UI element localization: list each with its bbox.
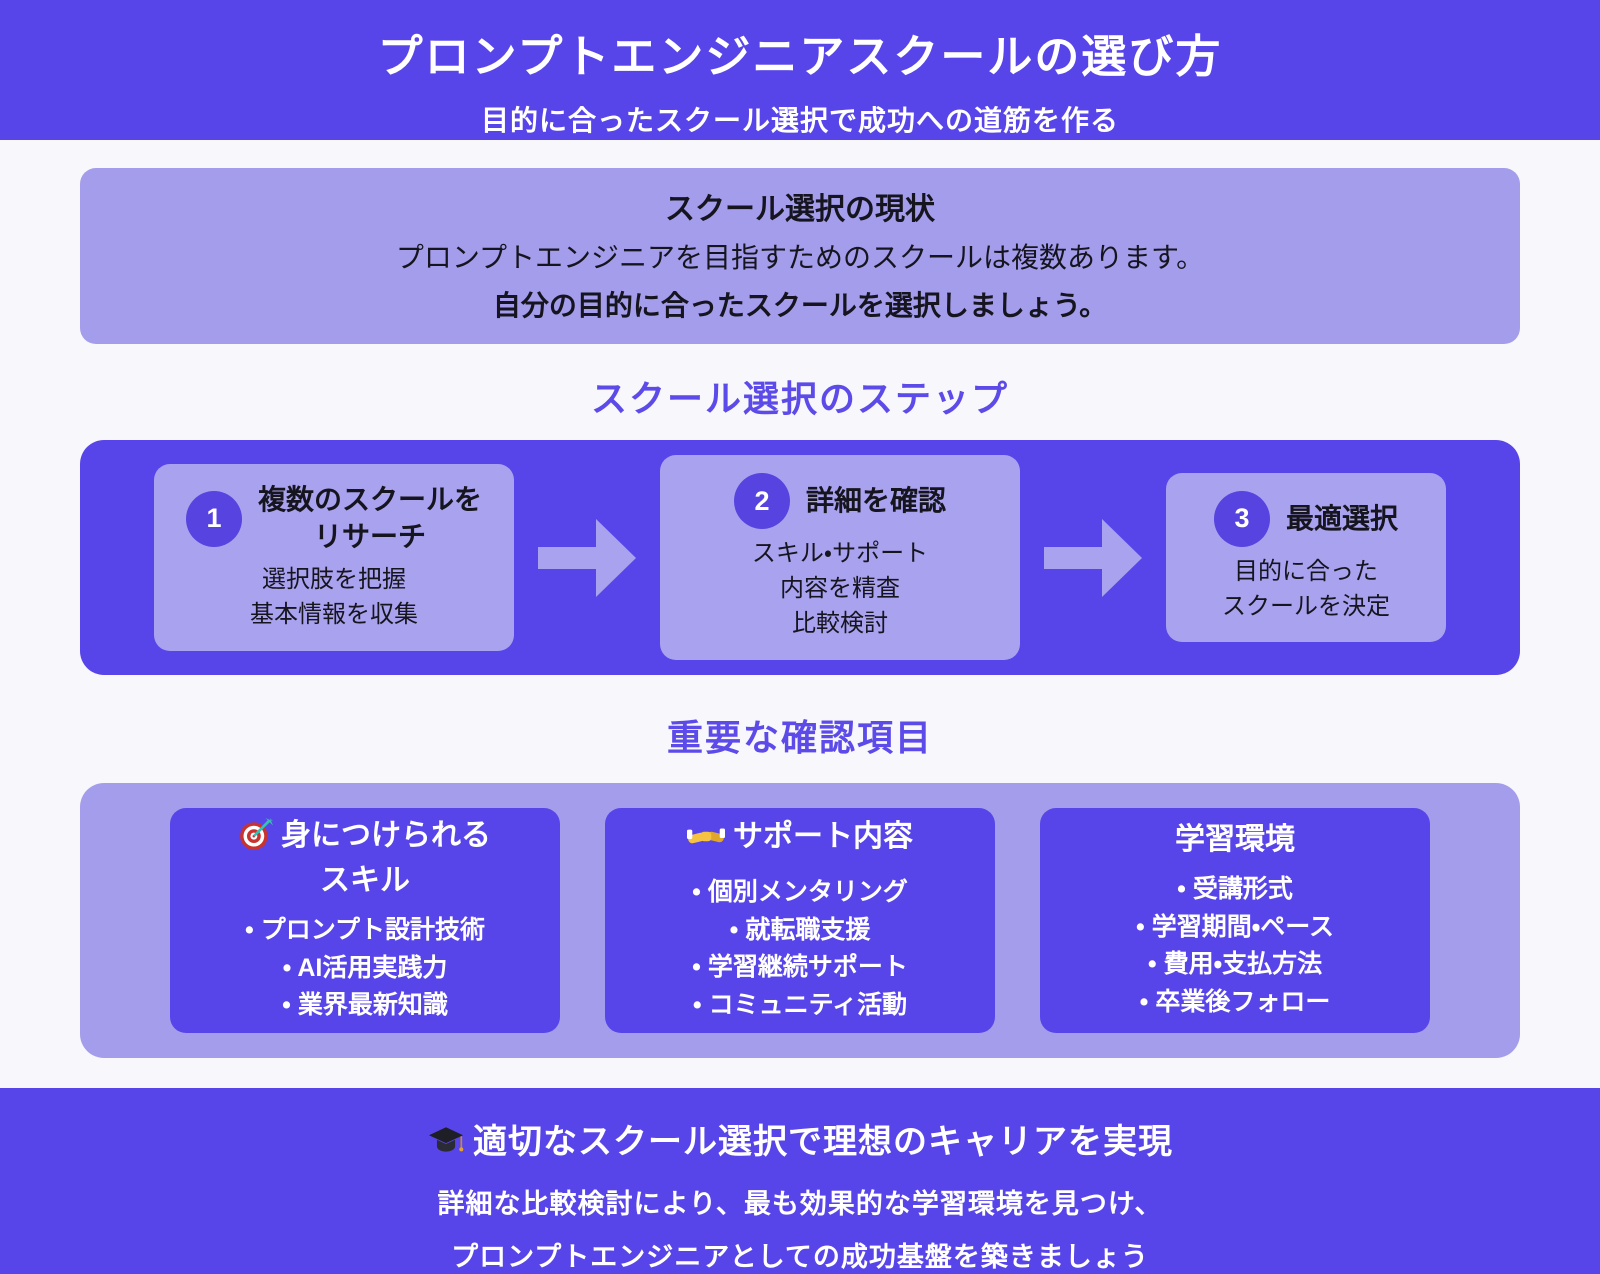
step-2-head: 2 詳細を確認 — [674, 473, 1006, 530]
step-3-title: 最適選択 — [1285, 502, 1398, 534]
checks-section-heading: 重要な確認項目 — [666, 717, 933, 758]
step-2-number-badge: 2 — [733, 473, 790, 530]
step-1-number-badge: 1 — [185, 490, 242, 547]
arrow-right-icon — [1044, 518, 1142, 597]
arrow-head — [596, 518, 636, 597]
step-card-2: 2 詳細を確認 スキル・サポート 内容を精査 比較検討 — [660, 455, 1020, 660]
check-item: • 卒業後フォロー — [1139, 987, 1331, 1016]
check-card-skills: 身につけられる スキル • プロンプト設計技術 • AI活用実践力 • 業界最新… — [170, 808, 560, 1033]
step-1-body: 選択肢を把握 基本情報を収集 — [250, 566, 418, 628]
check-card-support-items: • 個別メンタリング • 就転職支援 • 学習継続サポート • コミュニティ活動 — [617, 874, 983, 1024]
arrow-shaft — [1044, 546, 1102, 569]
check-item: • 学習期間・ペース — [1136, 912, 1334, 941]
step-3-head: 3 最適選択 — [1180, 490, 1432, 547]
page-header: プロンプトエンジニアスクールの選び方 目的に合ったスクール選択で成功への道筋を作… — [0, 0, 1600, 140]
status-line-bold: 自分の目的に合ったスクールを選択しましょう。 — [492, 290, 1108, 321]
step-3-number-badge: 3 — [1213, 490, 1270, 547]
footer-line-1: 詳細な比較検討により、最も効果的な学習環境を見つけ、 — [437, 1189, 1163, 1219]
check-card-support: サポート内容 • 個別メンタリング • 就転職支援 • 学習継続サポート • コ… — [605, 808, 995, 1033]
page-subtitle: 目的に合ったスクール選択で成功への道筋を作る — [480, 105, 1119, 136]
check-item: • コミュニティ活動 — [692, 990, 908, 1019]
page-title: プロンプトエンジニアスクールの選び方 — [377, 31, 1223, 82]
status-line-normal: プロンプトエンジニアを目指すためのスクールは複数あります。 — [395, 242, 1205, 273]
check-item: • 就転職支援 — [729, 915, 871, 944]
check-card-environment-items: • 受講形式 • 学習期間・ペース • 費用・支払方法 • 卒業後フォロー — [1052, 871, 1418, 1021]
page-footer: 適切なスクール選択で理想のキャリアを実現 詳細な比較検討により、最も効果的な学習… — [0, 1088, 1600, 1274]
status-box: スクール選択の現状 プロンプトエンジニアを目指すためのスクールは複数あります。 … — [80, 168, 1520, 344]
checks-container: 身につけられる スキル • プロンプト設計技術 • AI活用実践力 • 業界最新… — [80, 783, 1520, 1058]
step-2-body: スキル・サポート 内容を精査 比較検討 — [751, 540, 929, 637]
status-title: スクール選択の現状 — [665, 193, 935, 226]
check-item: • AI活用実践力 — [282, 953, 448, 982]
check-item: • 学習継続サポート — [692, 953, 908, 981]
steps-container: 1 複数のスクールを リサーチ 選択肢を把握 基本情報を収集 2 詳細を確認 ス… — [80, 440, 1520, 675]
arrow-right-icon — [538, 518, 636, 597]
graduation-cap-icon — [427, 1125, 465, 1168]
footer-title-text: 適切なスクール選択で理想のキャリアを実現 — [473, 1123, 1173, 1161]
check-card-skills-title-text: 身につけられる スキル — [281, 819, 491, 898]
footer-title: 適切なスクール選択で理想のキャリアを実現 — [0, 1114, 1600, 1168]
check-item: • 費用・支払方法 — [1147, 950, 1323, 978]
step-2-title: 詳細を確認 — [805, 485, 946, 517]
check-card-environment-title-text: 学習環境 — [1175, 823, 1295, 856]
check-card-support-title: サポート内容 — [617, 817, 983, 862]
step-card-1: 1 複数のスクールを リサーチ 選択肢を把握 基本情報を収集 — [154, 464, 514, 651]
handshake-icon — [687, 822, 725, 862]
check-card-support-title-text: サポート内容 — [733, 820, 913, 853]
footer-line-2: プロンプトエンジニアとしての成功基盤を築きましょう — [451, 1242, 1149, 1272]
step-card-3: 3 最適選択 目的に合った スクールを決定 — [1166, 472, 1446, 643]
check-card-environment-title: 学習環境 — [1052, 820, 1418, 859]
step-1-head: 1 複数のスクールを リサーチ — [168, 482, 500, 555]
check-item: • 個別メンタリング — [692, 878, 908, 906]
dart-target-icon — [239, 817, 273, 861]
step-1-title: 複数のスクールを リサーチ — [257, 484, 482, 552]
arrow-head — [1102, 518, 1142, 597]
check-card-skills-items: • プロンプト設計技術 • AI活用実践力 • 業界最新知識 — [182, 912, 548, 1025]
check-item: • 受講形式 — [1177, 875, 1293, 903]
step-3-body: 目的に合った スクールを決定 — [1222, 557, 1390, 620]
check-item: • 業界最新知識 — [282, 991, 448, 1020]
check-item: • プロンプト設計技術 — [245, 916, 485, 945]
check-card-skills-title: 身につけられる スキル — [182, 816, 548, 900]
check-card-environment: 学習環境 • 受講形式 • 学習期間・ペース • 費用・支払方法 • 卒業後フォ… — [1040, 808, 1430, 1033]
arrow-shaft — [538, 546, 596, 569]
steps-section-heading: スクール選択のステップ — [590, 378, 1009, 419]
